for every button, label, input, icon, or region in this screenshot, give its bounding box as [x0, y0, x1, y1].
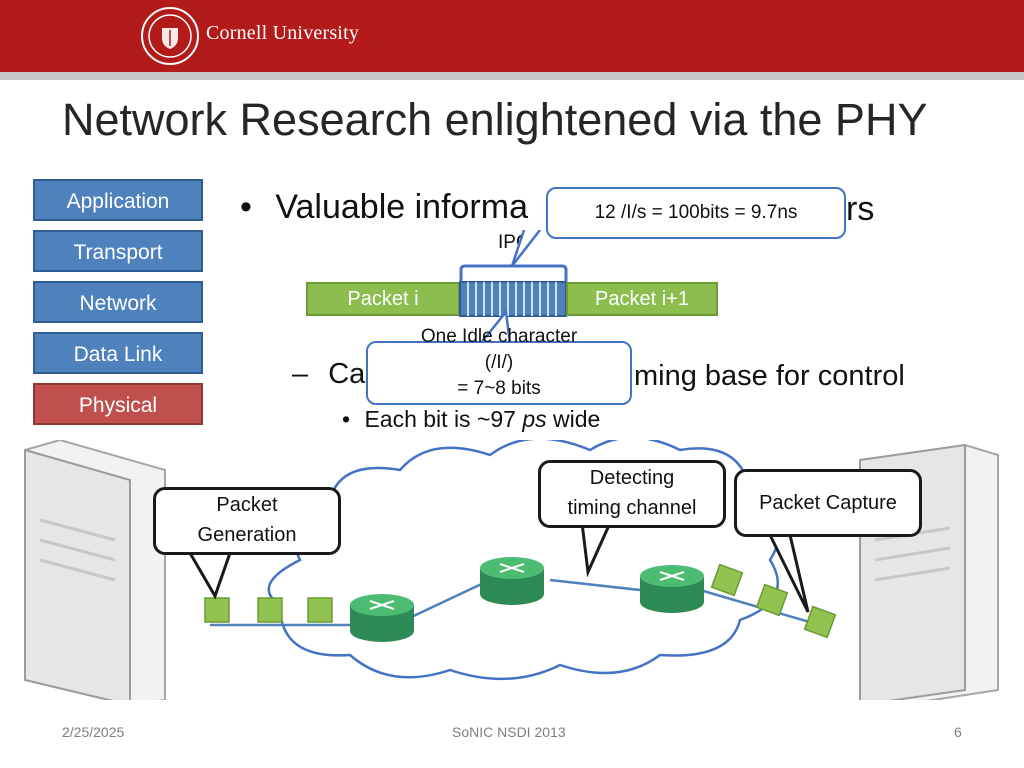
footer-date: 2/25/2025: [62, 724, 125, 740]
bullet-dash-icon: –: [292, 358, 309, 390]
timing-channel-callout: Detecting timing channel: [538, 460, 726, 528]
idle-line3: = 7~8 bits: [457, 378, 541, 399]
ipg-callout: 12 /I/s = 100bits = 9.7ns: [546, 187, 846, 239]
bullet-level3: • Each bit is ~97 ps wide: [342, 406, 600, 433]
bullet1-tail-text: rs: [846, 190, 875, 228]
ipg-callout-pointer: [510, 230, 541, 267]
bullet3-unit: ps: [522, 406, 547, 432]
timing-pointer: [580, 522, 612, 578]
bullet2-tail-text: ming base for control: [634, 360, 905, 392]
layer-network: Network: [33, 281, 203, 323]
generation-pointer: [188, 552, 232, 600]
packet-generation-callout: Packet Generation: [153, 487, 341, 555]
generation-line2: Generation: [197, 524, 297, 546]
packet-i-plus-1-block: Packet i+1: [566, 282, 718, 316]
packet-squares: [204, 563, 837, 639]
bullet-level1: • Valuable informa: [240, 188, 528, 227]
router-right-icon: [640, 565, 704, 613]
idle-callout-pointer: [479, 310, 512, 345]
layer-data-link: Data Link: [33, 332, 203, 374]
slide-title: Network Research enlightened via the PHY: [62, 94, 928, 145]
router-left-icon: [350, 594, 414, 642]
idle-line2: (/I/): [484, 352, 514, 373]
packet-i-block: Packet i: [306, 282, 460, 316]
generation-line1: Packet: [216, 494, 278, 516]
timing-line1: Detecting: [589, 467, 675, 489]
layer-transport: Transport: [33, 230, 203, 272]
bullet1-text: Valuable informa: [275, 188, 528, 226]
packet-capture-callout: Packet Capture: [734, 469, 922, 537]
page-number: 6: [954, 724, 962, 740]
capture-pointer: [768, 534, 810, 613]
bullet3-text: Each bit is ~97 ps wide: [364, 406, 600, 432]
router-middle-icon: [480, 557, 544, 605]
bullet-level2: – Car: [292, 358, 375, 391]
idle-line1: One Idle character: [420, 326, 578, 347]
footer-title: SoNIC NSDI 2013: [452, 724, 566, 740]
idle-character-callout: One Idle character (/I/) = 7~8 bits: [366, 327, 632, 405]
bullet-dot-small-icon: •: [342, 406, 351, 432]
ipg-idle-bits: [459, 264, 568, 317]
bullet3-suffix: wide: [546, 406, 601, 432]
layer-physical: Physical: [33, 383, 203, 425]
layer-application: Application: [33, 179, 203, 221]
timing-line2: timing channel: [567, 497, 697, 519]
university-wordmark: Cornell University: [206, 22, 360, 44]
university-seal-icon: [141, 7, 199, 65]
bullet-dot-icon: •: [240, 188, 252, 226]
bullet3-prefix: Each bit is ~97: [364, 406, 523, 432]
header-divider: [0, 72, 1024, 80]
server-left-icon: [24, 440, 166, 700]
